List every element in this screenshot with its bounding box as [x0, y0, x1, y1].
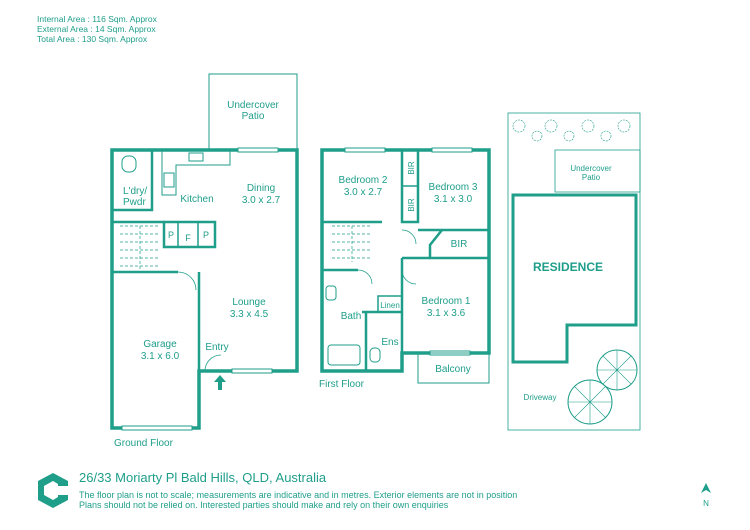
disclaimer-line-2: Plans should not be relied on. Intereste… — [79, 499, 449, 510]
bedroom2-size: 3.0 x 2.7 — [344, 187, 383, 198]
bedroom1-size: 3.1 x 3.6 — [427, 308, 466, 319]
tree-icon-3 — [544, 119, 558, 133]
gf-sink — [188, 152, 204, 162]
property-address: 26/33 Moriarty Pl Bald Hills, QLD, Austr… — [79, 470, 327, 485]
lounge-label: Lounge — [232, 297, 266, 308]
ground-floor-label: Ground Floor — [114, 438, 174, 449]
gf-door-arc-entry — [204, 354, 222, 372]
gf-garage-wall — [112, 270, 201, 371]
ff-window-bed3 — [431, 147, 473, 153]
shrub-icon-1-lines — [597, 350, 637, 390]
bir-top-label: BIR — [407, 161, 416, 175]
area-summary: Internal Area : 116 Sqm. Approx External… — [37, 14, 157, 44]
ff-ens-toilet — [369, 347, 381, 363]
site-boundary — [507, 112, 641, 431]
ff-door-arc-2 — [401, 269, 417, 285]
room-labels: Undercover Patio L'dry/ Pwdr Kitchen Din… — [114, 100, 612, 449]
ff-window-bed2 — [344, 147, 386, 153]
balcony-label: Balcony — [435, 364, 471, 375]
bedroom3-size: 3.1 x 3.0 — [434, 194, 473, 205]
bedroom3-label: Bedroom 3 — [429, 182, 478, 193]
ff-linen-box — [377, 295, 403, 313]
tree-icon-2 — [531, 130, 543, 142]
gf-patio-label-2: Patio — [242, 111, 265, 122]
entry-label: Entry — [205, 342, 228, 353]
entry-arrow-icon — [214, 375, 226, 390]
laundry-label-2: Pwdr — [123, 197, 146, 208]
gf-door-arc-garage — [177, 271, 197, 291]
pantry-p2-label: P — [203, 230, 209, 240]
gf-window-bottom — [231, 368, 273, 374]
first-floor-label: First Floor — [319, 379, 365, 390]
bath-label: Bath — [341, 311, 362, 322]
bir-mid-label: BIR — [407, 198, 416, 212]
garage-size: 3.1 x 6.0 — [141, 351, 180, 362]
site-patio-label-2: Patio — [582, 173, 601, 182]
ff-stairs — [332, 225, 372, 262]
dining-label: Dining — [247, 183, 275, 194]
ff-door-arc-1 — [401, 229, 417, 245]
gf-window-top — [237, 147, 279, 153]
tree-icon-6 — [600, 130, 612, 142]
north-arrow-icon: N — [701, 483, 711, 508]
kitchen-label: Kitchen — [180, 194, 213, 205]
gf-garage-door — [121, 425, 193, 431]
tree-icon-7 — [617, 119, 631, 133]
dining-size: 3.0 x 2.7 — [242, 195, 281, 206]
bir-right-label: BIR — [451, 239, 468, 250]
gf-kitchen-bench — [161, 150, 231, 196]
ground-floor-plan — [110, 73, 299, 431]
ff-bathtub — [327, 344, 361, 366]
site-residence-outline — [511, 193, 638, 364]
shrub-icon-2-lines — [568, 380, 612, 424]
tree-icon-5 — [581, 119, 595, 133]
total-area-text: Total Area : 130 Sqm. Approx — [37, 34, 148, 44]
disclaimer-line-1: The floor plan is not to scale; measurem… — [79, 490, 518, 500]
garage-label: Garage — [143, 339, 177, 350]
tree-icon-1 — [512, 119, 526, 133]
ff-balcony-outline — [417, 352, 490, 384]
gf-patio-label-1: Undercover — [227, 100, 279, 111]
site-patio-label-1: Undercover — [570, 164, 612, 173]
bedroom1-label: Bedroom 1 — [422, 296, 471, 307]
ff-bath-wall — [322, 268, 402, 371]
gf-toilet — [121, 155, 137, 173]
pantry-p1-label: P — [168, 230, 174, 240]
gf-laundry-wall — [112, 150, 154, 212]
ff-bir-right — [428, 229, 489, 260]
site-plan — [507, 112, 641, 431]
gf-cooktop — [163, 172, 175, 188]
internal-area-text: Internal Area : 116 Sqm. Approx — [37, 14, 157, 24]
fridge-label: F — [185, 233, 191, 243]
residence-label: RESIDENCE — [533, 260, 603, 274]
first-floor-plan — [320, 147, 491, 384]
ens-label: Ens — [381, 337, 398, 348]
lounge-size: 3.3 x 4.5 — [230, 309, 269, 320]
north-label: N — [703, 499, 709, 508]
linen-label: Linen — [380, 301, 400, 310]
company-logo-icon — [38, 473, 68, 508]
tree-icon-4 — [563, 130, 575, 142]
external-area-text: External Area : 14 Sqm. Approx — [37, 24, 156, 34]
gf-stairs — [120, 225, 160, 270]
laundry-label-1: L'dry/ — [123, 186, 147, 197]
driveway-label: Driveway — [524, 393, 557, 402]
ff-door-arc-3 — [357, 269, 373, 285]
site-patio-outline — [554, 149, 641, 193]
disclaimer: The floor plan is not to scale; measurem… — [79, 490, 518, 510]
bedroom2-label: Bedroom 2 — [339, 175, 388, 186]
ff-basin — [325, 285, 337, 301]
